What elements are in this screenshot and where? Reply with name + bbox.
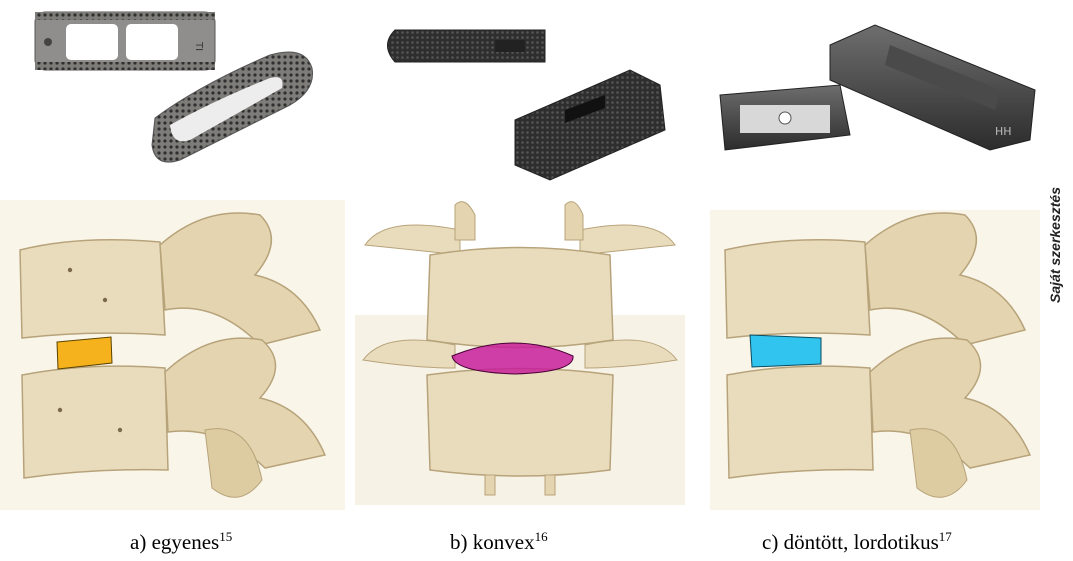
implant-marker-lordotic (750, 335, 821, 367)
svg-text:TI: TI (193, 41, 204, 51)
panel-convex-illustration (355, 0, 685, 561)
side-label: Saját szerkesztés (1040, 160, 1070, 330)
panel-convex: b) konvex16 (355, 0, 685, 561)
lordotic-cage-end-view (720, 85, 850, 150)
caption-convex-text: b) konvex (450, 530, 535, 554)
svg-text:HH: HH (995, 125, 1012, 138)
panel-lordotic-illustration: HH (700, 0, 1040, 561)
lordotic-cage-angled-view: HH (830, 25, 1035, 150)
implant-marker-straight (57, 337, 112, 369)
porous-cage-angled-view (515, 70, 665, 180)
panel-straight-illustration: TI (0, 0, 350, 561)
caption-convex-ref: 16 (535, 529, 548, 544)
caption-lordotic-text: c) döntött, lordotikus (762, 530, 939, 554)
caption-convex: b) konvex16 (450, 530, 548, 555)
panel-lordotic: HH c) döntött, lordotikus17 (700, 0, 1040, 561)
porous-cage-bullet-view (388, 30, 546, 62)
caption-straight-ref: 15 (219, 529, 232, 544)
caption-straight: a) egyenes15 (130, 530, 232, 555)
panel-straight: TI a) egyenes15 (0, 0, 350, 561)
titanium-cage-top-view: TI (35, 12, 215, 70)
side-label-text: Saját szerkesztés (1047, 187, 1063, 303)
caption-lordotic-ref: 17 (939, 529, 952, 544)
caption-lordotic: c) döntött, lordotikus17 (762, 530, 952, 555)
caption-straight-text: a) egyenes (130, 530, 219, 554)
